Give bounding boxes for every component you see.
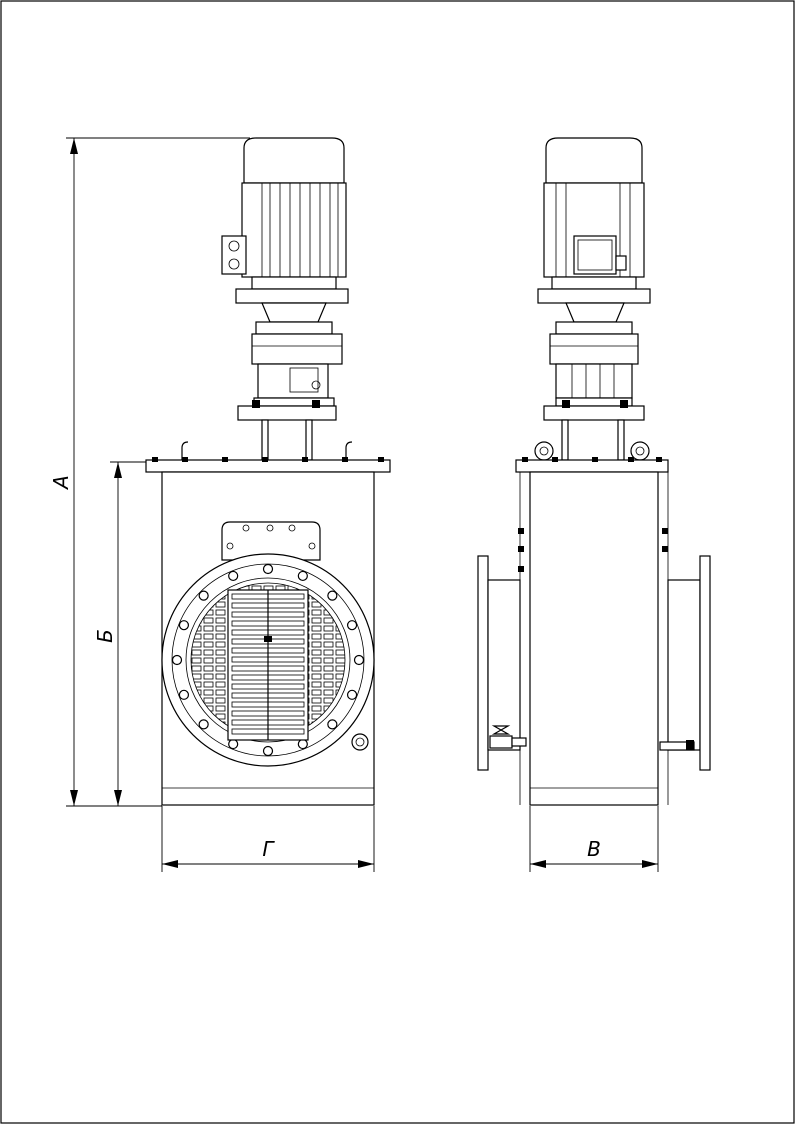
front-view: [145, 137, 391, 806]
side-housing: [529, 471, 659, 806]
dimension-label-side-width: В: [587, 837, 601, 861]
front-drain-plug: [351, 733, 369, 751]
flange-bolt-hole: [198, 719, 209, 730]
flange-bolt-hole: [297, 570, 308, 582]
flange-bolt-hole: [353, 654, 365, 666]
flange-bolt-hole: [262, 563, 274, 575]
flange-bolt-hole: [346, 620, 358, 631]
flange-bolt-hole: [198, 590, 209, 601]
flange-bolt-hole: [228, 570, 239, 582]
side-motor: [543, 137, 645, 290]
side-lift-eye-left: [534, 441, 554, 461]
side-gearbox: [537, 288, 651, 461]
dimension-label-overall-height: А: [49, 475, 73, 491]
front-filter-screen: [191, 585, 345, 741]
flange-bolt-hole: [171, 654, 183, 666]
flange-bolt-hole: [327, 590, 338, 601]
side-view: [477, 137, 711, 806]
flange-bolt-hole: [346, 689, 358, 700]
front-lift-eye-left: [181, 441, 189, 460]
dimension-lines: [66, 137, 659, 872]
flange-bolt-hole: [297, 738, 308, 750]
side-drain-valve: [489, 725, 695, 751]
flange-bolt-hole: [327, 719, 338, 730]
side-inlet-pipe: [477, 555, 521, 771]
flange-bolt-hole: [228, 738, 239, 750]
flange-bolt-hole: [178, 689, 190, 700]
front-motor: [221, 137, 347, 290]
front-inspection-hatch: [221, 521, 321, 561]
dimension-label-body-height: Б: [93, 629, 117, 643]
front-gearbox: [235, 288, 349, 461]
side-outlet-pipe: [667, 555, 711, 771]
front-lift-eye-right: [345, 441, 353, 460]
flange-bolt-hole: [178, 620, 190, 631]
dimension-label-front-width: Г: [262, 837, 275, 861]
front-flange-bolts: [152, 457, 384, 462]
flange-bolt-hole: [262, 745, 274, 757]
